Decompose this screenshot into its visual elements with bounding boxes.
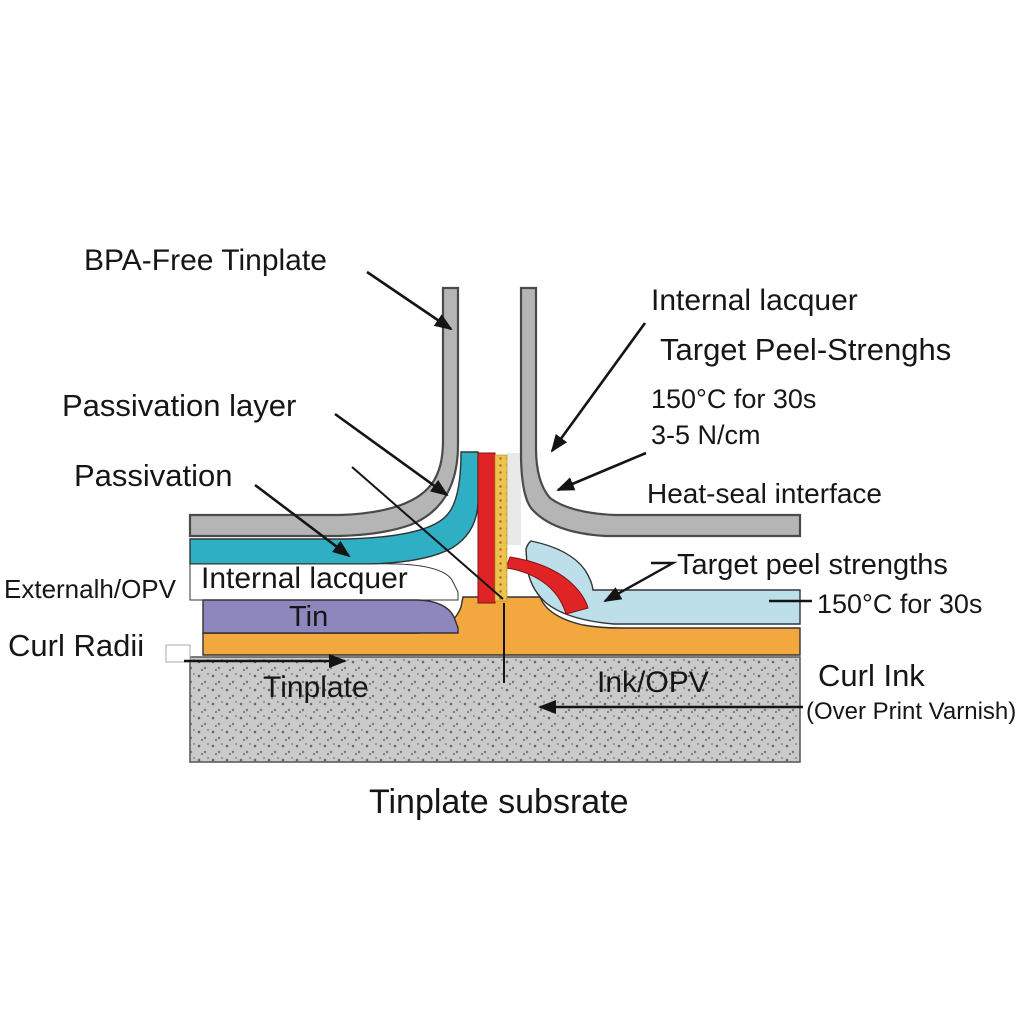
tinplate-substrate-shape xyxy=(189,656,801,763)
arrow-passivation xyxy=(254,483,351,558)
arrow-heat-seal-interface xyxy=(556,451,647,492)
label-temp-top: 150°C for 30s xyxy=(651,384,817,414)
seam-gap-strip-shape xyxy=(507,453,521,545)
red-seal-curve-shape xyxy=(505,556,589,615)
label-target-peel-strenghs: Target Peel-Strenghs xyxy=(660,332,952,367)
small-white-box xyxy=(165,644,191,663)
label-curl-ink: Curl Ink xyxy=(818,658,925,693)
purple-tin-layer-shape xyxy=(202,599,459,634)
label-passivation: Passivation xyxy=(74,458,233,493)
teal-passivation-layer-shape xyxy=(189,451,479,565)
label-ink-opv: Ink/OPV xyxy=(597,666,709,699)
label-peel-force: 3-5 N/cm xyxy=(651,420,761,450)
label-substrate-caption: Tinplate subsrate xyxy=(369,783,629,821)
label-internal-lacquer-top: Internal lacquer xyxy=(651,284,858,317)
label-heat-seal-interface: Heat-seal interface xyxy=(647,478,883,509)
arrow-target-peel-strengths xyxy=(603,561,678,603)
adhesive-strip-shape xyxy=(494,454,508,602)
leader-seam-diagonal xyxy=(351,466,504,600)
arrow-internal-lacquer xyxy=(550,322,647,453)
label-tin: Tin xyxy=(289,601,329,633)
label-curl-radii: Curl Radii xyxy=(8,628,145,663)
pale-blue-lacquer-shape xyxy=(525,540,801,625)
label-external-opv: Externalh/OPV xyxy=(4,574,176,604)
label-tinplate: Tinplate xyxy=(263,671,369,704)
left-tinplate-wall-shape xyxy=(188,286,460,538)
right-tinplate-wall-shape xyxy=(519,286,802,538)
label-bpa-free-tinplate: BPA-Free Tinplate xyxy=(84,244,327,277)
arrow-passivation-layer xyxy=(334,412,449,497)
label-passivation-layer: Passivation layer xyxy=(62,388,297,423)
white-lacquer-layer-shape xyxy=(189,563,459,601)
label-internal-lacquer-mid: Internal lacquer xyxy=(201,562,408,595)
label-over-print-varnish: (Over Print Varnish) xyxy=(806,698,1017,725)
label-target-peel-strengths: Target peel strengths xyxy=(677,549,948,581)
label-temp-right: 150°C for 30s xyxy=(817,589,983,619)
arrow-bpa-free-tinplate xyxy=(366,270,453,331)
